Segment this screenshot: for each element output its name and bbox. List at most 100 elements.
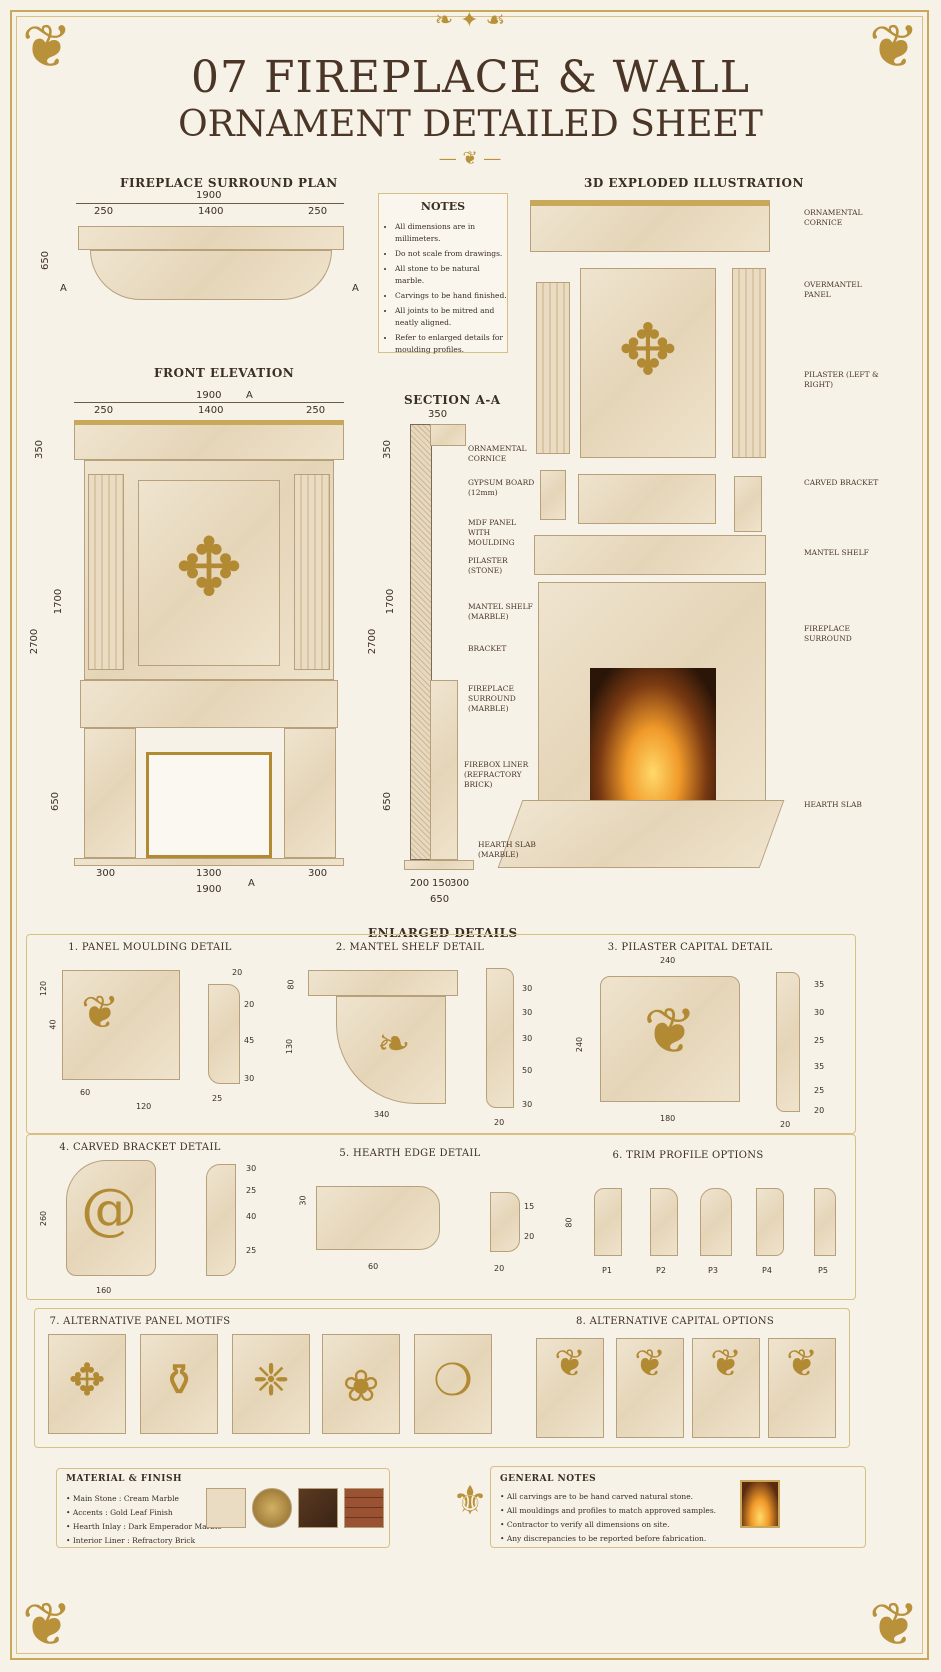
profile-1	[208, 984, 240, 1084]
page-title: 07 FIREPLACE & WALL	[191, 52, 750, 103]
trim-profile	[700, 1188, 732, 1256]
general-notes-title: GENERAL NOTES	[500, 1474, 597, 1484]
capital-icon: ❦	[710, 1341, 742, 1385]
section-label: BRACKET	[468, 644, 507, 653]
d2-dim: 80	[286, 979, 296, 990]
shell-motif-icon: ❀	[342, 1361, 380, 1412]
detail-3-title: 3. PILASTER CAPITAL DETAIL	[607, 942, 773, 953]
elev-cornice	[74, 420, 344, 460]
d3-dim: 35	[814, 980, 825, 989]
bottom-fleur-icon: ⚜	[452, 1478, 488, 1524]
profile-3	[776, 972, 800, 1112]
detail-2-title: 2. MANTEL SHELF DETAIL	[335, 942, 485, 953]
trim-profile	[814, 1188, 836, 1256]
section-label: MANTEL SHELF (MARBLE)	[468, 602, 533, 621]
d3-dim: 20	[780, 1120, 791, 1129]
medallion-icon: ✥	[618, 309, 678, 391]
section-label: FIREPLACE SURROUND (MARBLE)	[468, 684, 516, 713]
page-subtitle: ORNAMENT DETAILED SHEET	[178, 104, 763, 145]
elev-dim-overall: 1900	[196, 390, 222, 401]
trim-label: P5	[818, 1266, 828, 1275]
plan-shelf	[78, 226, 344, 250]
exploded-hearth	[497, 800, 785, 868]
d2-dim: 30	[522, 984, 533, 993]
elev-mantel	[80, 680, 338, 728]
elev-dim-hlow: 650	[50, 791, 62, 812]
plan-title: FIREPLACE SURROUND PLAN	[120, 176, 338, 190]
plan-dim-left: 250	[94, 206, 114, 217]
plan-surround	[90, 250, 332, 300]
enlarged-box-row1	[26, 934, 856, 1134]
dim-line	[74, 402, 344, 403]
d3-dim: 180	[660, 1114, 676, 1123]
corner-ornament-icon: ❦	[21, 1590, 73, 1660]
detail-4-title: 4. CARVED BRACKET DETAIL	[59, 1142, 221, 1153]
general-note: • Contractor to verify all dimensions on…	[500, 1520, 670, 1529]
exploded-mantel-shelf	[534, 535, 766, 575]
capital-option: ❦	[536, 1338, 604, 1438]
d2-dim: 30	[522, 1100, 533, 1109]
motif-panel: ⚱	[140, 1334, 218, 1434]
d3-dim: 240	[575, 1036, 585, 1053]
section-dim-hlow: 650	[382, 791, 394, 812]
section-dim-hmid: 1700	[385, 588, 397, 615]
d3-dim: 25	[814, 1036, 825, 1045]
exploded-bracket-left	[540, 470, 566, 520]
elev-hearth	[74, 858, 344, 866]
note-item: Do not scale from drawings.	[395, 248, 507, 260]
exploded-label: OVERMANTEL PANEL	[804, 280, 862, 299]
title-divider-icon: — ❦ —	[438, 148, 502, 169]
material-row: • Interior Liner : Refractory Brick	[66, 1536, 196, 1545]
notes-title: NOTES	[420, 200, 466, 213]
trim-profile	[756, 1188, 784, 1256]
trim-profile	[594, 1188, 622, 1256]
plan-dim-right: 250	[308, 206, 328, 217]
d3-dim: 25	[814, 1086, 825, 1095]
d3-dim: 35	[814, 1062, 825, 1071]
inner-frame	[16, 16, 923, 1654]
trim-profile	[650, 1188, 678, 1256]
elev-dim-right: 250	[306, 405, 326, 416]
material-title: MATERIAL & FINISH	[66, 1474, 182, 1484]
profile-4	[206, 1164, 236, 1276]
detail-6-title: 6. TRIM PROFILE OPTIONS	[612, 1150, 764, 1161]
motif-panel: ❍	[414, 1334, 492, 1434]
swatch-cream-marble	[206, 1488, 246, 1528]
motif-icon: ✥	[68, 1355, 106, 1406]
elev-dim-hmid: 1700	[53, 588, 65, 615]
exploded-pilaster-right	[732, 268, 766, 458]
exploded-label: FIREPLACE SURROUND	[804, 624, 852, 643]
d2-dim: 30	[522, 1034, 533, 1043]
d6-height: 80	[564, 1217, 574, 1228]
d4-dim: 25	[246, 1246, 257, 1255]
d4-dim: 260	[39, 1210, 49, 1227]
d1-dim: 25	[212, 1094, 223, 1103]
exploded-cornice	[530, 200, 770, 252]
material-key: Accents	[72, 1508, 103, 1517]
elev-panel: ✥	[138, 480, 280, 666]
general-note: • All carvings are to be hand carved nat…	[500, 1492, 694, 1501]
motif-panel: ❈	[232, 1334, 310, 1434]
corner-ornament-icon: ❦	[868, 1590, 920, 1660]
d2-dim: 30	[522, 1008, 533, 1017]
d5-dim: 20	[494, 1264, 505, 1273]
d2-dim: 130	[285, 1038, 295, 1055]
section-label: ORNAMENTAL CORNICE	[468, 444, 527, 463]
d3-dim: 20	[814, 1106, 825, 1115]
d2-dim: 20	[494, 1118, 505, 1127]
exploded-overmantel: ✥	[580, 268, 716, 458]
note-item: Refer to enlarged details for moulding p…	[395, 332, 507, 356]
general-note-text: All carvings are to be hand carved natur…	[506, 1492, 694, 1501]
trim-label: P2	[656, 1266, 666, 1275]
detail-5-title: 5. HEARTH EDGE DETAIL	[339, 1148, 481, 1159]
exploded-bracket-right	[734, 476, 762, 532]
section-dim-btotal: 650	[430, 894, 450, 905]
d1-dim: 20	[244, 1000, 255, 1009]
material-value: : Gold Leaf Finish	[105, 1508, 173, 1517]
motifs-box	[34, 1308, 850, 1448]
mantel-shelf-sample	[308, 970, 458, 996]
exploded-label: MANTEL SHELF	[804, 548, 869, 557]
d1-dim: 60	[80, 1088, 91, 1097]
d3-dim: 240	[660, 956, 676, 965]
dim-line	[76, 203, 344, 204]
